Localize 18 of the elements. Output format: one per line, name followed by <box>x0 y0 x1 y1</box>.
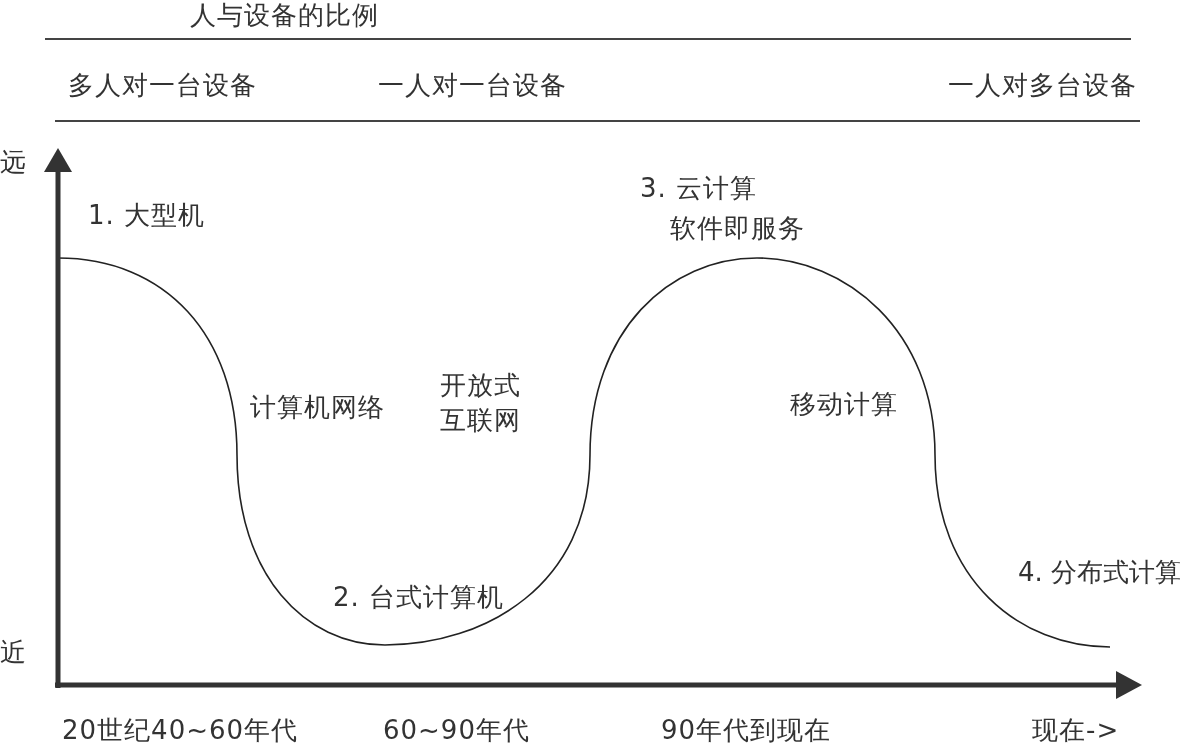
annotation: 4. 分布式计算 <box>1018 557 1182 587</box>
axis-label: 90年代到现在 <box>661 715 832 745</box>
title: 人与设备的比例 <box>190 0 379 30</box>
annotation: 1. 大型机 <box>88 200 206 230</box>
annotation: 3. 云计算 <box>640 173 758 203</box>
axis-label: 现在-> <box>1032 715 1120 745</box>
annotation: 软件即服务 <box>670 213 805 243</box>
axis-label: 60~90年代 <box>383 715 530 745</box>
axis-label: 远 <box>0 147 27 177</box>
annotation: 移动计算 <box>790 389 898 419</box>
ratio-label: 多人对一台设备 <box>68 70 257 100</box>
ratio-label: 一人对多台设备 <box>948 70 1137 100</box>
annotation: 2. 台式计算机 <box>333 582 505 612</box>
axis-label: 20世纪40~60年代 <box>62 715 299 745</box>
ratio-label: 一人对一台设备 <box>378 70 567 100</box>
annotation: 开放式互联网 <box>440 369 522 437</box>
annotation: 计算机网络 <box>250 392 385 422</box>
axis-label: 近 <box>0 637 27 667</box>
